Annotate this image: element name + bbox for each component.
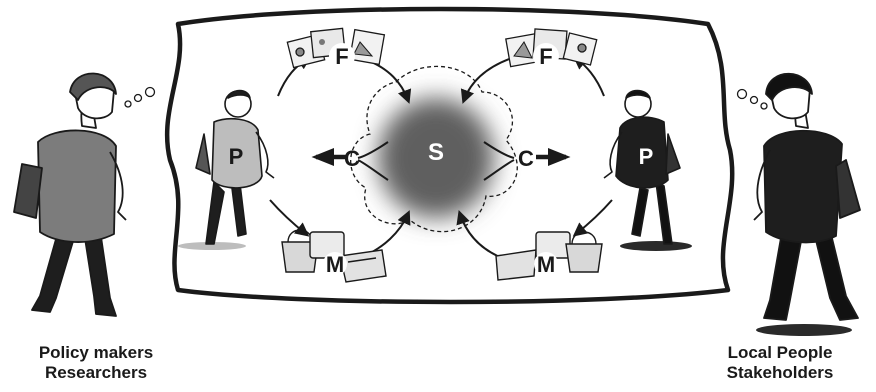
shared-space-letter: S bbox=[428, 139, 444, 166]
left-actor-caption: Policy makers Researchers bbox=[0, 343, 196, 383]
arrow-shared-to-left-connector bbox=[357, 141, 389, 159]
right-materials-node: M bbox=[495, 231, 603, 281]
right-basket-icons bbox=[495, 231, 603, 281]
right-caption-line1: Local People bbox=[727, 343, 833, 362]
shared-space-dashed-outline bbox=[350, 65, 518, 233]
arrow-left-materials-to-shared bbox=[359, 210, 411, 259]
left-connector-letter: C bbox=[344, 146, 360, 171]
arrow-left-frame-to-shared bbox=[361, 57, 412, 104]
left-sketch-papers bbox=[286, 27, 386, 69]
arrow-right-materials-to-shared bbox=[456, 210, 503, 259]
right-materials-letter: M bbox=[537, 252, 555, 277]
left-caption-line2: Researchers bbox=[44, 363, 148, 382]
right-frame-letter: F bbox=[539, 44, 552, 69]
left-frame-letter: F bbox=[335, 44, 348, 69]
right-person-letter: P bbox=[639, 144, 654, 169]
arrow-shared-to-right-connector-lower bbox=[483, 159, 515, 181]
right-connector-letter: C bbox=[518, 146, 534, 171]
left-frame-node: F bbox=[286, 27, 386, 69]
right-actor-caption: Local People Stakeholders bbox=[680, 343, 876, 383]
arrow-shared-to-right-connector bbox=[483, 141, 515, 159]
shared-space-node: S bbox=[350, 65, 518, 233]
right-thought-bubbles bbox=[736, 88, 768, 110]
arrow-right-frame-to-shared bbox=[460, 57, 513, 104]
arrow-right-person-to-materials bbox=[572, 199, 613, 237]
left-inner-person: P bbox=[178, 89, 275, 250]
right-inner-person: P bbox=[603, 89, 692, 251]
left-caption-line1: Policy makers bbox=[38, 343, 154, 362]
left-thought-bubbles bbox=[124, 86, 156, 108]
right-frame-node: F bbox=[505, 28, 598, 69]
left-person-letter: P bbox=[229, 144, 244, 169]
arrow-left-person-to-materials bbox=[269, 199, 310, 237]
arrow-shared-to-left-connector-lower bbox=[357, 159, 389, 181]
left-materials-letter: M bbox=[326, 252, 344, 277]
right-outer-person bbox=[753, 72, 861, 336]
system-boundary-frame bbox=[164, 6, 735, 305]
right-caption-line2: Stakeholders bbox=[726, 363, 834, 382]
left-basket-icons bbox=[281, 229, 387, 283]
left-outer-person bbox=[13, 72, 127, 317]
left-materials-node: M bbox=[281, 229, 387, 283]
